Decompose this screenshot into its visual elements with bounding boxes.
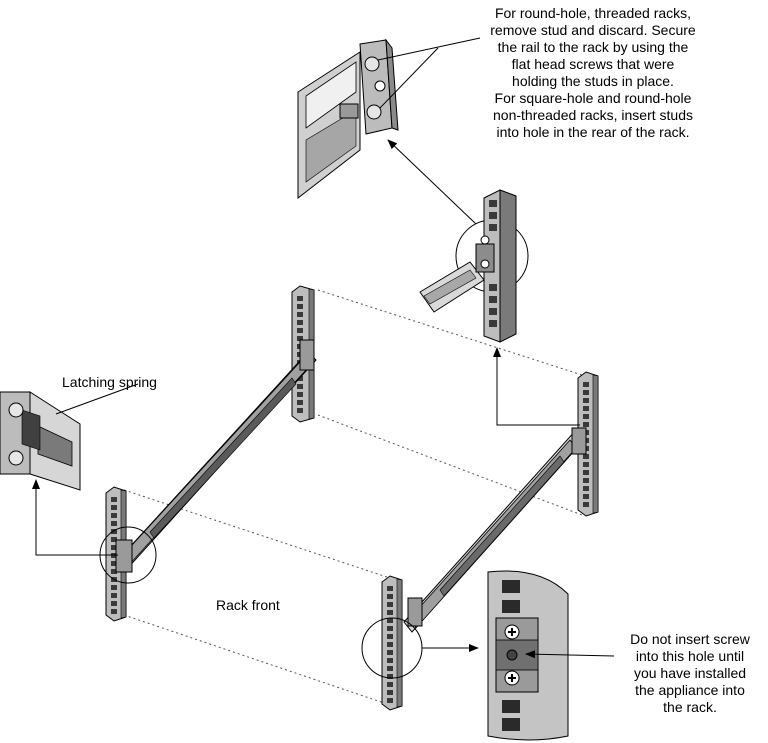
post-hole [111, 601, 117, 606]
left-slide-rail [115, 339, 317, 573]
post-hole [583, 406, 589, 411]
post-hole [111, 585, 117, 590]
post-hole [297, 408, 303, 413]
post-hole [387, 682, 393, 687]
post-hole [111, 521, 117, 526]
stud-enlargement [297, 38, 399, 200]
post-hole [583, 486, 589, 491]
arrows [32, 37, 615, 659]
post-hole [297, 384, 303, 389]
screw-note-line-1: Do not insert screw [630, 631, 750, 647]
leader-top-2 [379, 47, 439, 109]
post-hole [387, 658, 393, 663]
leader-screw-hole [525, 650, 615, 659]
post-hole [502, 718, 520, 731]
post-hole [502, 580, 520, 593]
post-hole [583, 390, 589, 395]
stud-note-line-8: into hole in the rear of the rack. [496, 124, 690, 140]
post-hole [387, 690, 393, 695]
post-hole [583, 382, 589, 387]
post-hole [297, 312, 303, 317]
rear-post-detail [419, 189, 517, 343]
post-hole [111, 529, 117, 534]
post-hole [297, 400, 303, 405]
stud-note-line-1: For round-hole, threaded racks, [494, 5, 692, 21]
screw-hole-enlargement [487, 570, 569, 741]
post-hole [583, 494, 589, 499]
screw-note-line-5: the rack. [663, 699, 717, 715]
post-hole [583, 454, 589, 459]
front-right-post [381, 575, 403, 711]
post-hole [489, 284, 497, 291]
arrow-to-latch-detail [32, 479, 118, 556]
post-hole [387, 618, 393, 623]
post-hole [489, 320, 497, 327]
post-hole [387, 626, 393, 631]
leader-top-1 [377, 37, 481, 61]
post-hole [387, 586, 393, 591]
post-hole [111, 593, 117, 598]
post-hole [297, 392, 303, 397]
screw-note-line-4: the appliance into [635, 682, 745, 698]
post-hole [111, 537, 117, 542]
post-hole [387, 634, 393, 639]
post-hole [297, 328, 303, 333]
post-hole [297, 376, 303, 381]
arrow-to-stud-detail [387, 139, 477, 225]
post-hole [583, 502, 589, 507]
post-hole [111, 561, 117, 566]
stud-note-line-4: flat head screws that were [511, 56, 675, 72]
stud-note-line-5: holding the studs in place. [512, 73, 674, 89]
post-hole [297, 336, 303, 341]
stud-instruction-note: For round-hole, threaded racks, remove s… [448, 5, 738, 141]
post-hole [297, 320, 303, 325]
post-hole [583, 462, 589, 467]
post-hole [297, 304, 303, 309]
stud-note-line-7: non-threaded racks, insert studs [493, 107, 693, 123]
post-hole [387, 642, 393, 647]
rack-front-label: Rack front [216, 597, 280, 613]
post-hole [502, 700, 520, 713]
post-hole [387, 602, 393, 607]
post-hole [489, 200, 497, 207]
post-hole [387, 698, 393, 703]
post-hole [387, 650, 393, 655]
screw-warning-note: Do not insert screw into this hole until… [616, 631, 764, 716]
post-hole [111, 609, 117, 614]
post-hole [387, 674, 393, 679]
post-hole [489, 308, 497, 315]
post-hole [111, 569, 117, 574]
post-hole [489, 224, 497, 231]
post-hole [387, 610, 393, 615]
screw-note-line-2: into this hole until [635, 648, 745, 664]
post-hole [111, 545, 117, 550]
post-hole [387, 594, 393, 599]
latching-spring-label: Latching spring [62, 374, 157, 390]
post-hole [583, 398, 589, 403]
leader-latch [55, 383, 139, 415]
post-hole [583, 414, 589, 419]
rear-right-post [577, 371, 599, 517]
stud-note-line-6: For square-hole and round-hole [494, 90, 692, 106]
arrow-to-rear-detail [493, 347, 580, 426]
post-hole [111, 497, 117, 502]
post-hole [489, 212, 497, 219]
post-hole [111, 513, 117, 518]
post-hole [502, 600, 520, 613]
post-hole [583, 422, 589, 427]
latch-enlargement [0, 391, 81, 491]
post-hole [297, 296, 303, 301]
post-hole [111, 505, 117, 510]
screw-note-line-3: you have installed [633, 665, 747, 681]
post-hole [387, 666, 393, 671]
post-hole [489, 296, 497, 303]
stud-note-line-3: the rail to the rack by using the [497, 39, 689, 55]
post-hole [583, 478, 589, 483]
post-hole [583, 470, 589, 475]
stud-note-line-2: remove stud and discard. Secure [490, 22, 696, 38]
right-slide-rail [403, 427, 587, 633]
